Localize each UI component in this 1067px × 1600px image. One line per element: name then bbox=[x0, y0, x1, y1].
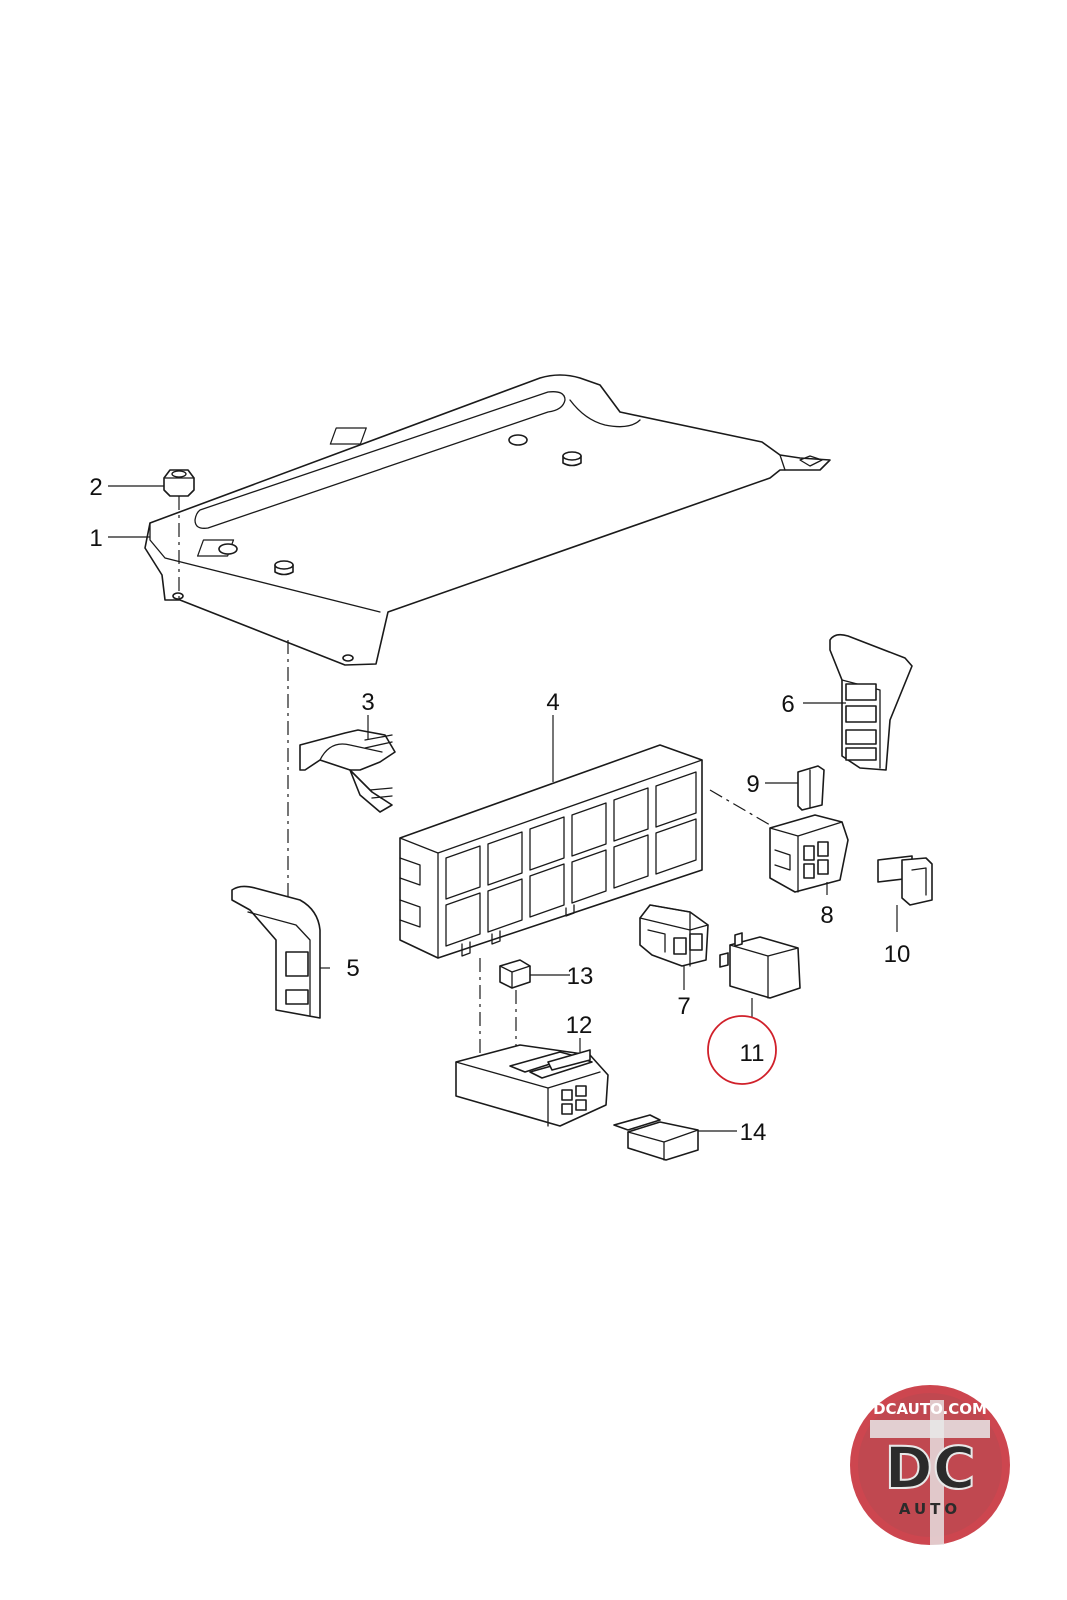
part-12-fuse-box bbox=[455, 1044, 609, 1127]
logo-site-text: DCAUTO.COM bbox=[873, 1400, 987, 1418]
part-1-mounting-plate bbox=[144, 374, 831, 666]
part-8-relay-socket bbox=[769, 814, 849, 893]
carrier-cells bbox=[445, 771, 697, 947]
callout-11: 11 bbox=[740, 1040, 765, 1067]
part-11-relay bbox=[719, 932, 801, 999]
callout-7: 7 bbox=[677, 993, 690, 1020]
part-2-nut bbox=[163, 469, 195, 497]
part-4-relay-carrier bbox=[399, 744, 703, 959]
logo-word: AUTO bbox=[899, 1500, 961, 1518]
part-7-relay-base bbox=[639, 904, 709, 967]
callout-12: 12 bbox=[566, 1012, 593, 1039]
callout-8: 8 bbox=[820, 902, 833, 929]
part-14-blade-fuse bbox=[613, 1114, 699, 1161]
part-9-fuse bbox=[797, 765, 825, 811]
callout-labels: 2 1 3 4 5 6 7 8 9 10 11 12 13 14 bbox=[89, 474, 910, 1146]
highlight-circle bbox=[707, 1015, 777, 1085]
callout-4: 4 bbox=[546, 689, 559, 716]
part-13-connector bbox=[499, 959, 531, 989]
leader-lines bbox=[108, 485, 898, 1132]
callout-9: 9 bbox=[746, 771, 759, 798]
assembly-lines bbox=[178, 496, 771, 1062]
callout-14: 14 bbox=[740, 1119, 767, 1146]
part-10-fuse-holder bbox=[877, 855, 933, 906]
callout-6: 6 bbox=[781, 691, 794, 718]
part-3-clip bbox=[299, 729, 396, 813]
callout-13: 13 bbox=[567, 963, 594, 990]
callout-2: 2 bbox=[89, 474, 102, 501]
part-5-bracket bbox=[231, 885, 321, 1019]
callout-3: 3 bbox=[361, 689, 374, 716]
part-6-holder bbox=[829, 633, 913, 771]
dcauto-logo-watermark: DCAUTO.COM DC AUTO bbox=[850, 1385, 1010, 1545]
callout-5: 5 bbox=[346, 955, 359, 982]
callout-10: 10 bbox=[884, 941, 911, 968]
callout-1: 1 bbox=[89, 525, 102, 552]
logo-initials: DC bbox=[885, 1434, 976, 1502]
